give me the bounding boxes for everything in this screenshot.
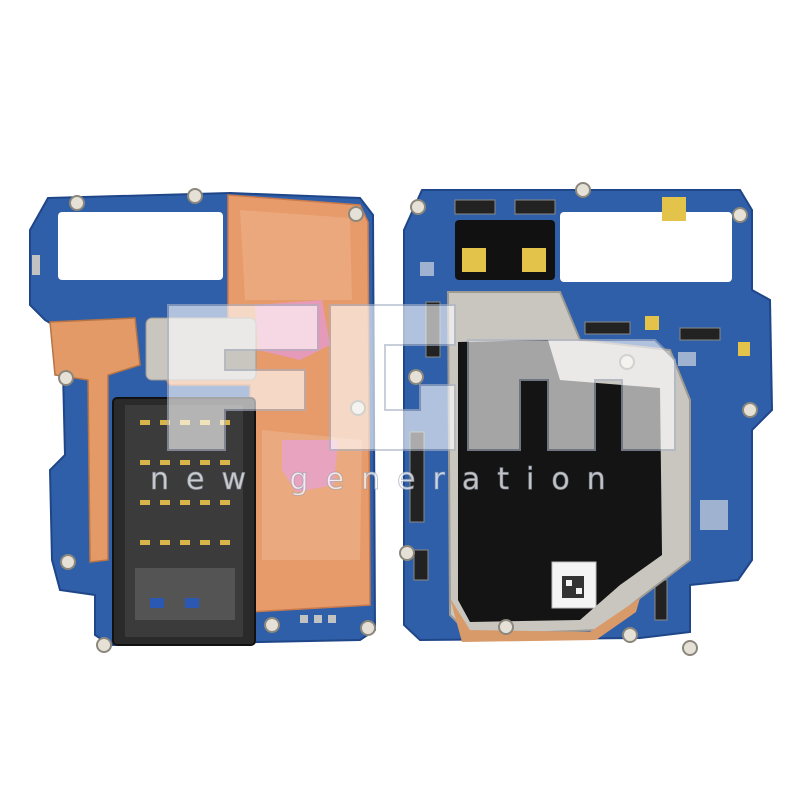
gold-pad [522,248,546,272]
left-cutout [58,212,223,280]
watermark-logo-icon [167,304,676,451]
gold-pad [462,248,486,272]
right-cutout [560,212,732,282]
left-thermal-pad-2 [282,440,338,492]
qr-label [551,561,597,609]
